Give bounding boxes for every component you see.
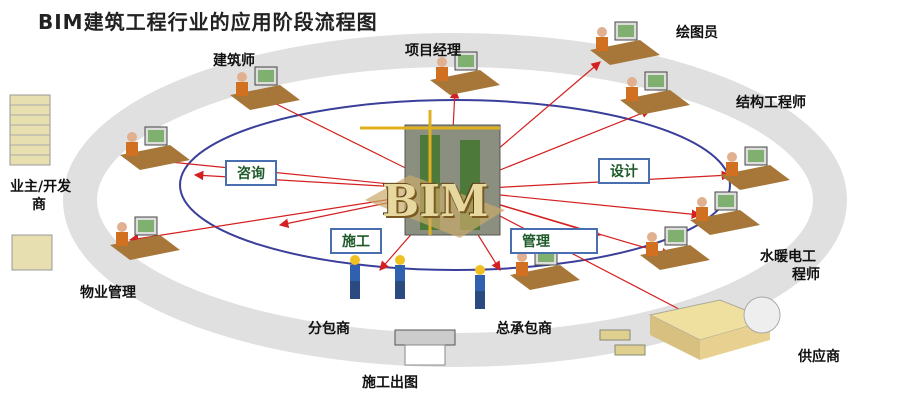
label-structural-engineer: 结构工程师	[736, 95, 806, 111]
label-mep-line1: 水暖电工	[760, 249, 816, 265]
label-project-manager: 项目经理	[405, 43, 461, 59]
supplier-avatar-icon	[743, 296, 781, 334]
truck-icon	[599, 329, 631, 341]
structural-engineer-workstation-icon	[620, 71, 690, 115]
outer-ring	[63, 33, 847, 367]
plotter-icon	[394, 329, 456, 366]
label-draftsman: 绘图员	[676, 25, 718, 41]
office-building-icon	[9, 94, 51, 166]
label-owner-line1: 业主/开发	[10, 179, 72, 195]
label-owner-line2: 商	[32, 197, 46, 213]
bim-center-label: BIM	[382, 176, 489, 227]
label-construction-drawing: 施工出图	[362, 375, 418, 391]
consultant-workstation-icon	[120, 126, 190, 170]
phase-design: 设计	[598, 158, 650, 184]
label-supplier: 供应商	[798, 349, 840, 365]
label-mep-line2: 程师	[792, 267, 820, 283]
truck-icon	[614, 344, 646, 356]
project-manager-workstation-icon	[430, 51, 500, 95]
page-title: BIM建筑工程行业的应用阶段流程图	[38, 10, 378, 34]
engineer-workstation-icon	[720, 146, 790, 190]
architect-workstation-icon	[230, 66, 300, 110]
house-icon	[11, 234, 53, 271]
phase-construction: 施工	[330, 228, 382, 254]
mep-workstation-icon	[640, 226, 710, 270]
phase-management: 管理	[510, 228, 598, 254]
label-architect: 建筑师	[213, 53, 255, 69]
worker-icon	[475, 265, 485, 309]
property-workstation-icon	[110, 216, 180, 260]
engineer-workstation-icon	[690, 191, 760, 235]
worker-icon	[350, 255, 360, 299]
label-subcontractor: 分包商	[308, 321, 350, 337]
bim-building-illustration	[360, 110, 505, 238]
worker-icon	[395, 255, 405, 299]
draftsman-workstation-icon	[590, 21, 660, 65]
label-general-contractor: 总承包商	[496, 321, 552, 337]
phase-consult: 咨询	[225, 160, 277, 186]
label-property-management: 物业管理	[80, 285, 136, 301]
